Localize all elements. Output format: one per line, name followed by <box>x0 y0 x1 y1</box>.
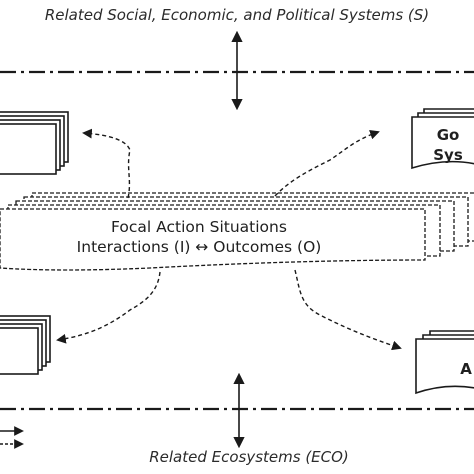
right-top-box-stack <box>411 108 474 170</box>
right-bottom-box-stack <box>415 330 474 395</box>
legend-arrows <box>0 426 24 449</box>
focal-title-line2: Interactions (I) ↔ Outcomes (O) <box>77 238 322 256</box>
right-bottom-box-line1: A <box>460 360 472 378</box>
related-ecosystems-label: Related Ecosystems (ECO) <box>149 448 349 466</box>
focal-title-line1: Focal Action Situations <box>111 218 287 236</box>
connector-to-left-bottom <box>56 271 161 344</box>
left-top-box-stack <box>0 111 69 175</box>
right-top-box-line2: Sys <box>433 146 463 164</box>
connector-to-right-bottom <box>294 269 402 351</box>
left-bottom-box-stack <box>0 315 51 375</box>
right-top-box-line1: Go <box>437 126 460 144</box>
focal-action-situations-box <box>0 208 426 271</box>
related-social-systems-label: Related Social, Economic, and Political … <box>45 6 429 24</box>
connector-to-left-top <box>82 128 131 199</box>
dashed-connectors <box>56 128 402 351</box>
connector-to-right-top <box>274 129 380 197</box>
